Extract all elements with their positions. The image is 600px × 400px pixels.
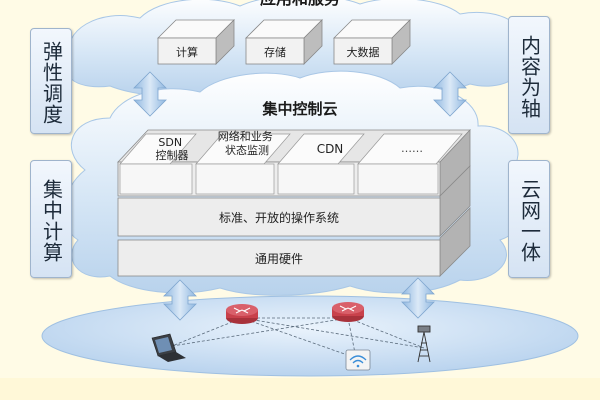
side-label-elastic-scheduling: 弹性调度 [30,28,72,134]
side-label-centralized-computing: 集中计算 [30,160,72,278]
top-box-compute-label: 计算 [176,45,198,59]
side-label-content-axis: 内容为轴 [508,16,550,134]
top-box-storage: 存储 [245,19,323,65]
network-links [171,317,425,359]
module-more: …… [357,133,463,195]
double-arrow-top-left [133,71,167,117]
module-more-label: …… [401,142,423,155]
side-label-elastic-scheduling-text: 弹性调度 [39,41,64,125]
laptop-icon [151,333,186,362]
bottom-strip [0,378,600,400]
network-ellipse [41,295,579,377]
double-arrow-bottom-right [401,277,435,319]
module-network-monitoring-label: 网络和业务 状态监测 [218,129,277,157]
top-cloud-title: 应用和服务 [260,0,341,8]
top-box-big-data: 大数据 [333,19,411,65]
central-cloud-title: 集中控制云 [261,100,337,118]
hardware-layer-label: 通用硬件 [255,252,303,266]
top-box-big-data-label: 大数据 [347,45,380,59]
side-label-cloud-network-integration: 云网一体 [508,160,550,278]
side-label-centralized-computing-text: 集中计算 [39,179,64,263]
hardware-layer: 通用硬件 [117,207,471,277]
router-icon [332,302,364,322]
double-arrow-top-right [433,71,467,117]
cell-tower-icon [417,325,431,363]
top-box-compute: 计算 [157,19,235,65]
router-icon [226,304,258,324]
os-layer: 标准、开放的操作系统 [117,165,471,237]
module-sdn-controller: SDN 控制器 [119,133,197,195]
wifi-icon [345,349,371,371]
module-cdn-label: CDN [317,142,344,156]
module-network-monitoring: 网络和业务 状态监测 [195,129,291,195]
double-arrow-bottom-left [163,279,197,321]
os-layer-label: 标准、开放的操作系统 [219,210,339,225]
module-cdn: CDN [277,133,365,195]
module-sdn-controller-label: SDN 控制器 [156,136,189,162]
top-box-storage-label: 存储 [264,45,286,59]
side-label-cloud-network-integration-text: 云网一体 [517,179,542,263]
side-label-content-axis-text: 内容为轴 [517,35,542,119]
